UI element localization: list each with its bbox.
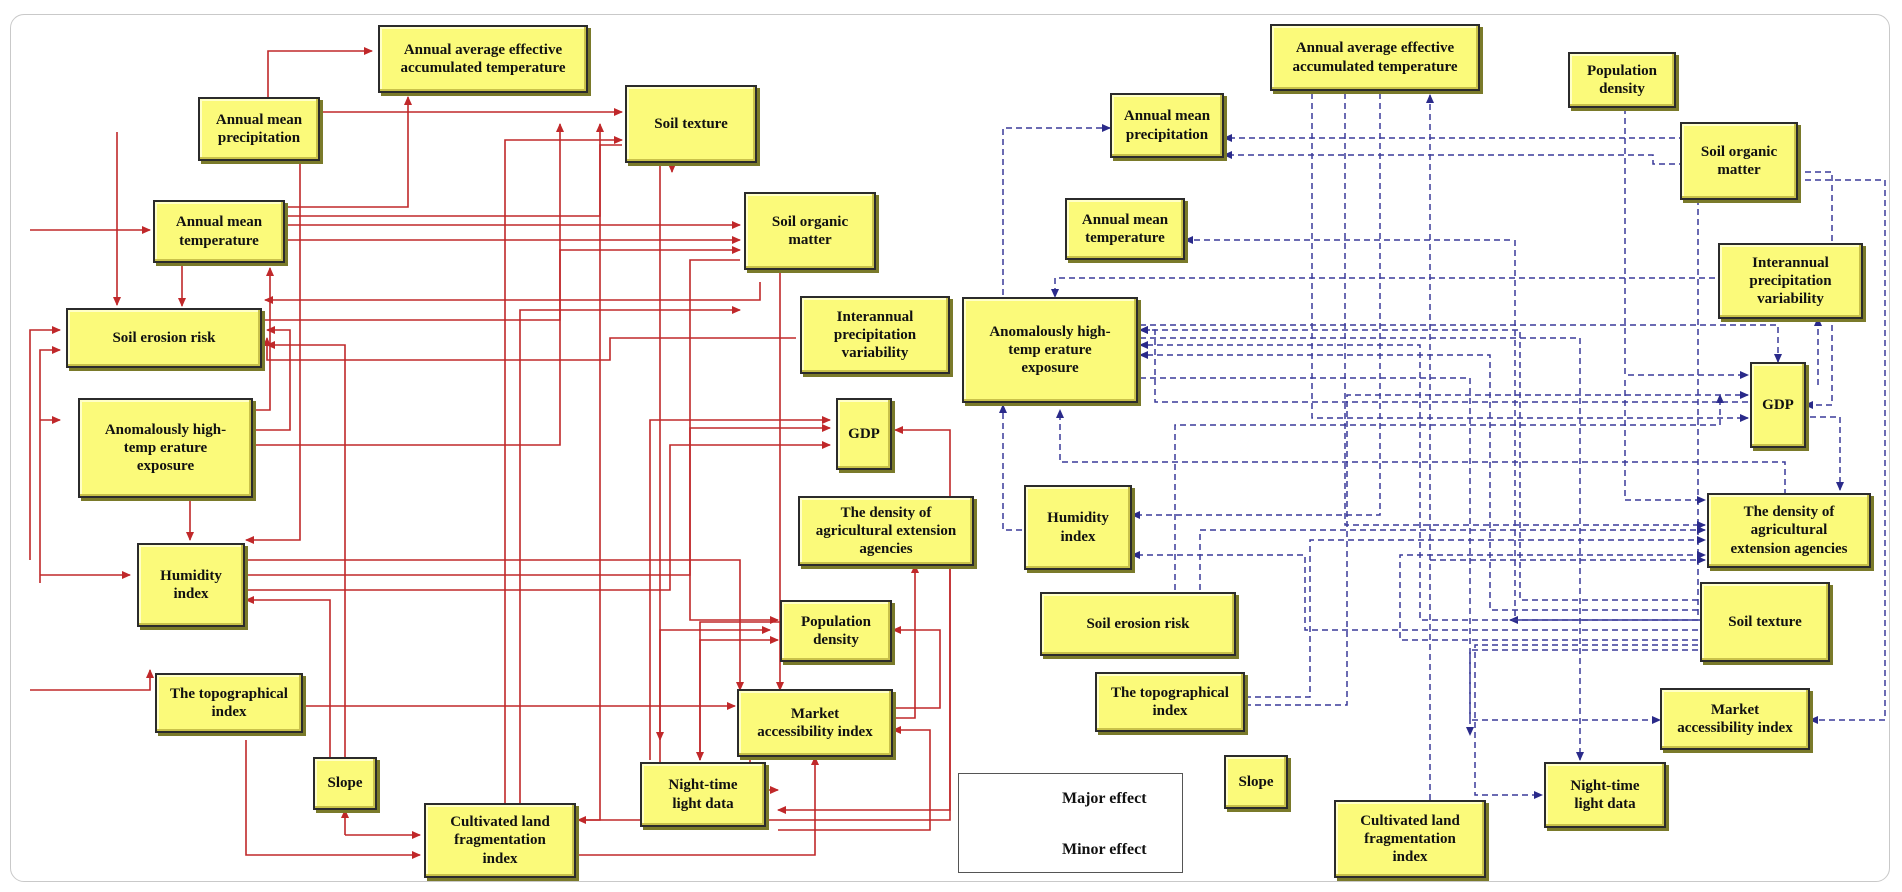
node-left-anomalously-high-temperature-exposure: Anomalously high- temp erature exposure bbox=[78, 398, 253, 498]
node-left-aaeat: Annual average effective accumulated tem… bbox=[378, 25, 588, 93]
node-left-gdp: GDP bbox=[836, 398, 892, 470]
node-left-market-accessibility-index: Market accessibility index bbox=[737, 689, 893, 757]
node-right-topographical-index: The topographical index bbox=[1095, 672, 1245, 732]
minor-effect-lines bbox=[999, 93, 1886, 800]
legend-minor-effect-label: Minor effect bbox=[1062, 841, 1147, 858]
node-right-density-agricultural-extension: The density of agricultural extension ag… bbox=[1707, 493, 1871, 568]
major-effect-lines bbox=[29, 47, 951, 859]
node-right-night-time-light-data: Night-time light data bbox=[1544, 762, 1666, 828]
node-right-annual-mean-temperature: Annual mean temperature bbox=[1065, 198, 1185, 260]
node-left-soil-organic-matter: Soil organic matter bbox=[744, 192, 876, 270]
node-right-soil-organic-matter: Soil organic matter bbox=[1680, 122, 1798, 200]
node-left-night-time-light-data: Night-time light data bbox=[640, 762, 766, 827]
node-right-soil-erosion-risk: Soil erosion risk bbox=[1040, 592, 1236, 656]
node-right-cultivated-land-fragmentation-index: Cultivated land fragmentation index bbox=[1334, 800, 1486, 878]
node-left-density-agricultural-extension: The density of agricultural extension ag… bbox=[798, 496, 974, 566]
node-right-population-density: Population density bbox=[1568, 52, 1676, 108]
node-left-slope: Slope bbox=[313, 757, 377, 810]
legend: Major effect Minor effect bbox=[958, 773, 1183, 873]
node-right-gdp: GDP bbox=[1750, 362, 1806, 448]
node-right-market-accessibility-index: Market accessibility index bbox=[1660, 688, 1810, 750]
node-left-annual-mean-temperature: Annual mean temperature bbox=[153, 200, 285, 263]
node-left-population-density: Population density bbox=[780, 600, 892, 662]
node-left-annual-mean-precipitation: Annual mean precipitation bbox=[198, 97, 320, 161]
node-right-anomalously-high-temperature-exposure: Anomalously high- temp erature exposure bbox=[962, 297, 1138, 403]
legend-major-effect-label: Major effect bbox=[1062, 790, 1147, 807]
node-right-annual-mean-precipitation: Annual mean precipitation bbox=[1110, 93, 1224, 158]
node-left-soil-erosion-risk: Soil erosion risk bbox=[66, 308, 262, 368]
node-left-humidity-index: Humidity index bbox=[137, 543, 245, 627]
node-left-soil-texture: Soil texture bbox=[625, 85, 757, 163]
node-right-interannual-precipitation-variability: Interannual precipitation variability bbox=[1718, 243, 1863, 319]
node-left-topographical-index: The topographical index bbox=[155, 673, 303, 733]
node-right-humidity-index: Humidity index bbox=[1024, 485, 1132, 570]
node-right-aaeat: Annual average effective accumulated tem… bbox=[1270, 24, 1480, 91]
node-right-slope: Slope bbox=[1224, 755, 1288, 809]
node-right-soil-texture: Soil texture bbox=[1700, 582, 1830, 662]
node-left-interannual-precipitation-variability: Interannual precipitation variability bbox=[800, 296, 950, 374]
node-left-cultivated-land-fragmentation-index: Cultivated land fragmentation index bbox=[424, 803, 576, 878]
